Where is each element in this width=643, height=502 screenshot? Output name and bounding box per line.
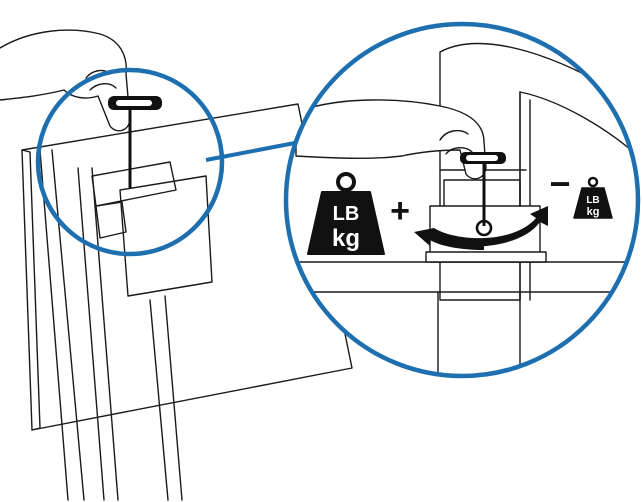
heavy-weight-unit-kg: kg [332,225,360,252]
mount-plate [120,176,212,296]
hinge-base [426,252,546,262]
heavy-weight-unit-lb: LB [333,203,360,225]
small-hand [0,30,130,131]
stand-rail-4 [92,168,118,500]
light-weight-unit-lb: LB [586,195,599,206]
stand-rail-5 [150,300,168,500]
plus-sign: + [390,192,410,230]
stand-rail-2 [52,150,84,500]
stand-rail-3 [78,168,104,500]
stand-rail-6 [165,296,182,500]
small-callout-contents [0,30,162,188]
minus-sign: − [549,163,570,204]
mount-bracket-top [92,162,176,206]
light-weight-unit-kg: kg [587,206,600,218]
stand-rail-1 [40,150,68,500]
